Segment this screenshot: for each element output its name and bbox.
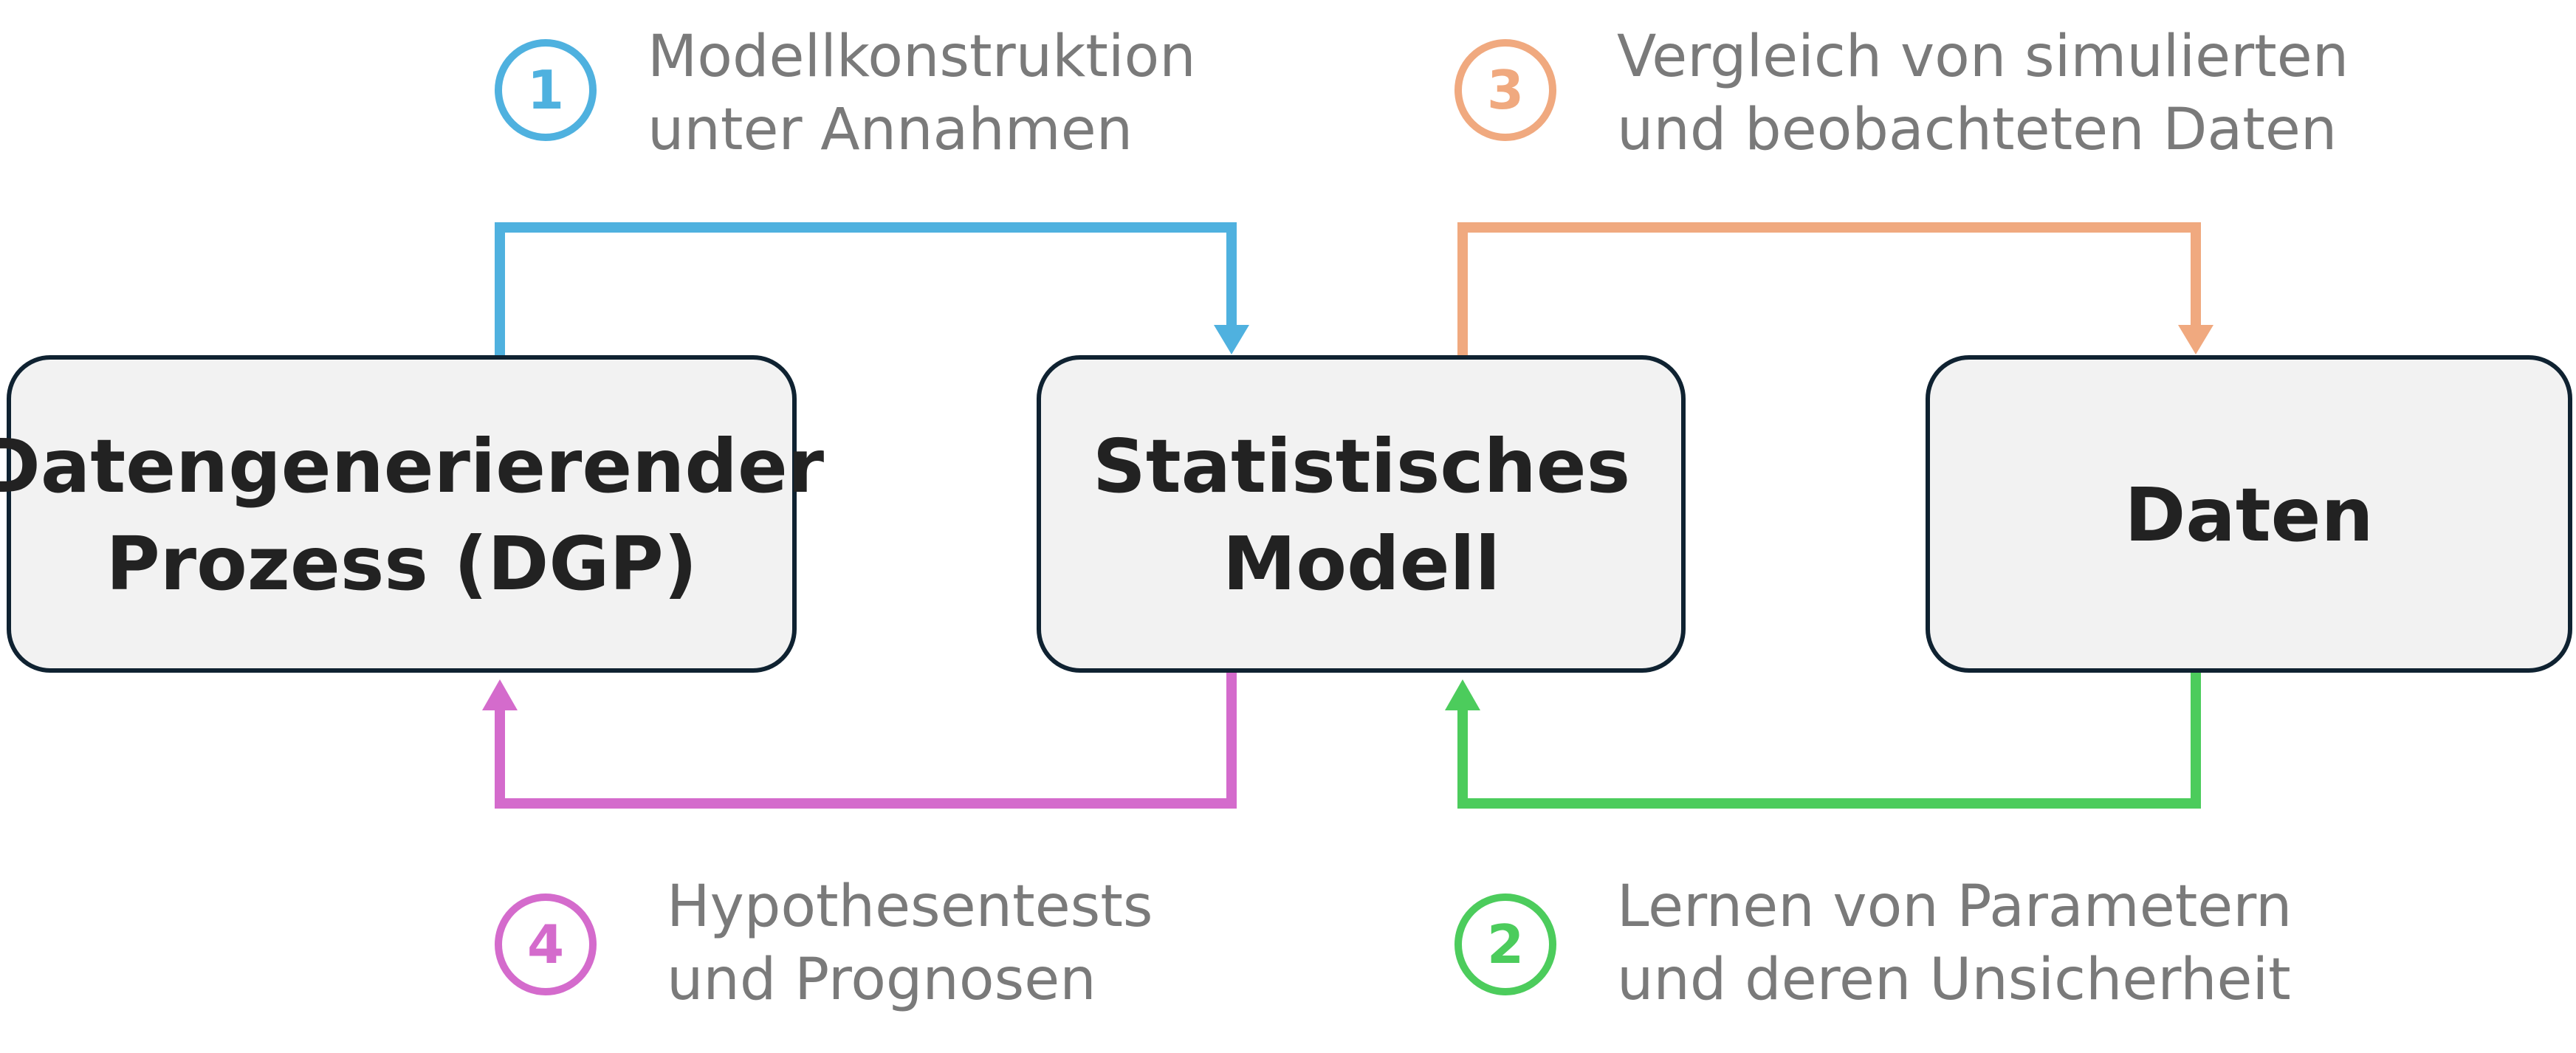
arrow-2-line: [1457, 672, 2201, 809]
dgp-box-title-line1: Datengenerierender: [0, 423, 825, 510]
dgp-box-frame: [7, 355, 797, 673]
step-1-badge: [495, 39, 597, 141]
step-4-annotation: 4 Hypothesentests und Prognosen: [495, 874, 1153, 1013]
step-3-annotation: 3 Vergleich von simulierten und beobacht…: [1454, 24, 2349, 163]
arrow-3-head: [2178, 325, 2213, 354]
arrow-4-line: [495, 672, 1237, 809]
dgp-box: Datengenerierender Prozess (DGP): [0, 355, 825, 673]
model-box-frame: [1037, 355, 1686, 673]
arrow-model-construction: [495, 222, 1249, 356]
data-box: Daten: [1926, 355, 2572, 673]
data-box-title: Daten: [2124, 472, 2373, 558]
arrow-hypothesis-tests: [482, 672, 1237, 809]
step-2-annotation: 2 Lernen von Parametern und deren Unsich…: [1454, 874, 2292, 1013]
step-4-label-line1: Hypothesentests: [667, 874, 1153, 940]
step-3-badge: [1454, 39, 1556, 141]
step-4-number: 4: [527, 913, 564, 975]
step-2-label-line2: und deren Unsicherheit: [1617, 947, 2291, 1013]
arrow-1-head: [1214, 325, 1249, 354]
step-2-badge: [1454, 893, 1556, 995]
step-1-number: 1: [527, 59, 564, 121]
step-1-label-line2: unter Annahmen: [648, 97, 1133, 163]
step-4-badge: [495, 893, 597, 995]
step-1-label-line1: Modellkonstruktion: [648, 24, 1196, 90]
arrow-3-line: [1457, 222, 2201, 356]
step-2-number: 2: [1487, 913, 1524, 975]
arrow-2-head: [1445, 679, 1480, 710]
model-box-title-line1: Statistisches: [1093, 423, 1630, 510]
arrow-data-comparison: [1457, 222, 2213, 356]
data-box-frame: [1926, 355, 2572, 673]
step-4-label-line2: und Prognosen: [667, 947, 1096, 1013]
arrow-1-line: [495, 222, 1237, 356]
dgp-box-title-line2: Prozess (DGP): [106, 521, 698, 607]
step-2-label-line1: Lernen von Parametern: [1617, 874, 2292, 940]
step-1-annotation: 1 Modellkonstruktion unter Annahmen: [495, 24, 1196, 163]
arrow-parameter-learning: [1445, 672, 2201, 809]
model-box-title-line2: Modell: [1223, 521, 1500, 607]
step-3-number: 3: [1487, 59, 1524, 121]
step-3-label-line2: und beobachteten Daten: [1617, 97, 2337, 163]
step-3-label-line1: Vergleich von simulierten: [1617, 24, 2349, 90]
model-box: Statistisches Modell: [1037, 355, 1686, 673]
arrow-4-head: [482, 679, 518, 710]
